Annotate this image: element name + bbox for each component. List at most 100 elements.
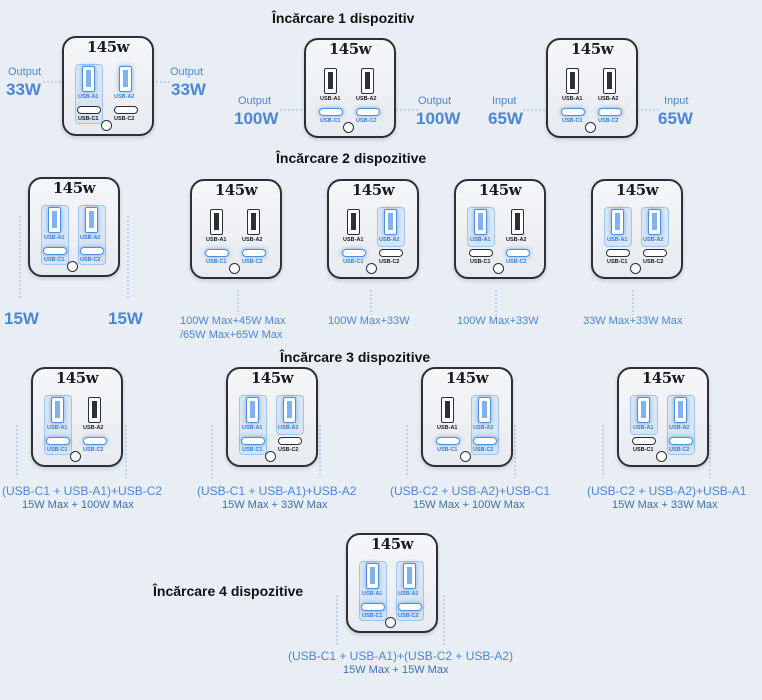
usb-c2-port <box>83 437 107 445</box>
usb-c1-port <box>241 437 265 445</box>
usb-a1-label: USB-A1 <box>633 425 654 431</box>
usb-c1-label: USB-C1 <box>47 447 68 453</box>
wattage-label: 145w <box>478 181 522 199</box>
usb-a1-port <box>82 66 95 92</box>
charger-two-devices-4: 145w USB-A1 USB-A2 USB-C1 USB-C2 <box>454 179 546 279</box>
section-title-two-devices: Încărcare 2 dispozitive <box>276 150 427 166</box>
usb-c1-label: USB-C1 <box>78 116 99 122</box>
usb-a2-port <box>88 397 101 423</box>
section-title-four-devices: Încărcare 4 dispozitive <box>153 583 304 599</box>
usb-a1-port <box>48 207 61 233</box>
three-devices-combo-1-line1: (USB-C1 + USB-A1)+USB-C2 <box>2 484 163 498</box>
usb-a2-label: USB-A2 <box>114 94 135 100</box>
usb-a1-label: USB-A1 <box>607 237 628 243</box>
usb-c2-label: USB-C2 <box>242 259 263 265</box>
usb-a2-port <box>119 66 132 92</box>
three-devices-combo-3-line2: 15W Max + 100W Max <box>413 499 525 511</box>
left-output-value: 100W <box>234 109 279 128</box>
right-output-title: Output <box>418 95 452 107</box>
usb-c1-label: USB-C1 <box>362 613 383 619</box>
usb-c2-port <box>278 437 302 445</box>
usb-a2-label: USB-A2 <box>643 237 664 243</box>
brand-logo-icon <box>229 263 240 274</box>
usb-a1-label: USB-A1 <box>562 96 583 102</box>
usb-a2-label: USB-A2 <box>473 425 494 431</box>
usb-c2-label: USB-C2 <box>506 259 527 265</box>
usb-c1-label: USB-C1 <box>470 259 491 265</box>
usb-c2-port <box>643 249 667 257</box>
usb-c1-port <box>361 603 385 611</box>
usb-c2-port <box>114 106 138 114</box>
wattage-label: 145w <box>641 369 685 387</box>
brand-logo-icon <box>67 261 78 272</box>
charger-one-device-1: 145w USB-A1 USB-A2 USB-C1 USB-C2 <box>62 36 154 136</box>
wattage-label: 145w <box>445 369 489 387</box>
usb-a2-label: USB-A2 <box>398 591 419 597</box>
three-devices-combo-2-line2: 15W Max + 33W Max <box>222 499 328 511</box>
usb-c1-label: USB-C1 <box>562 118 583 124</box>
usb-c1-label: USB-C1 <box>343 259 364 265</box>
brand-logo-icon <box>265 451 276 462</box>
usb-c2-label: USB-C2 <box>114 116 135 122</box>
wattage-label: 145w <box>86 38 130 56</box>
charger-three-devices-1: 145w USB-A1 USB-A2 USB-C1 USB-C2 <box>31 367 123 467</box>
three-devices-combo-4-line1: (USB-C2 + USB-A2)+USB-A1 <box>587 484 747 498</box>
wattage-label: 145w <box>328 40 372 58</box>
usb-c2-port <box>356 108 380 116</box>
usb-a1-port <box>366 563 379 589</box>
usb-a2-port <box>361 68 374 94</box>
usb-a1-label: USB-A1 <box>362 591 383 597</box>
charger-two-devices-3: 145w USB-A1 USB-A2 USB-C1 USB-C2 <box>327 179 419 279</box>
usb-c1-port <box>77 106 101 114</box>
left-input-title: Input <box>492 95 517 107</box>
usb-a2-port <box>85 207 98 233</box>
charger-two-devices-1: 145w USB-A1 USB-A2 USB-C1 USB-C2 <box>28 177 120 277</box>
left-output-value: 33W <box>6 80 41 99</box>
charger-one-device-3: 145w USB-A1 USB-A2 USB-C1 USB-C2 <box>546 38 638 138</box>
section-title-three-devices: Încărcare 3 dispozitive <box>280 349 431 365</box>
two-devices-right-value: 15W <box>108 309 143 328</box>
usb-a1-port <box>441 397 454 423</box>
brand-logo-icon <box>656 451 667 462</box>
charger-three-devices-2: 145w USB-A1 USB-A2 USB-C1 USB-C2 <box>226 367 318 467</box>
usb-a2-port <box>384 209 397 235</box>
brand-logo-icon <box>70 451 81 462</box>
usb-a1-port <box>210 209 223 235</box>
brand-logo-icon <box>493 263 504 274</box>
wattage-label: 145w <box>570 40 614 58</box>
usb-a1-label: USB-A1 <box>343 237 364 243</box>
usb-a1-port <box>474 209 487 235</box>
usb-a1-label: USB-A1 <box>242 425 263 431</box>
usb-c1-port <box>436 437 460 445</box>
usb-a1-port <box>51 397 64 423</box>
usb-c2-port <box>379 249 403 257</box>
usb-a1-port <box>566 68 579 94</box>
usb-a1-label: USB-A1 <box>47 425 68 431</box>
usb-c1-port <box>342 249 366 257</box>
usb-c2-port <box>473 437 497 445</box>
usb-a1-label: USB-A1 <box>44 235 65 241</box>
usb-a1-port <box>347 209 360 235</box>
usb-a2-port <box>674 397 687 423</box>
left-output-title: Output <box>238 95 272 107</box>
left-input-value: 65W <box>488 109 523 128</box>
usb-a1-label: USB-A1 <box>437 425 458 431</box>
usb-a2-port <box>403 563 416 589</box>
usb-c1-port <box>46 437 70 445</box>
usb-a2-label: USB-A2 <box>83 425 104 431</box>
three-devices-combo-4-line2: 15W Max + 33W Max <box>612 499 718 511</box>
usb-a1-port <box>637 397 650 423</box>
usb-c1-label: USB-C1 <box>242 447 263 453</box>
usb-c1-port <box>205 249 229 257</box>
wattage-label: 145w <box>55 369 99 387</box>
usb-c1-label: USB-C1 <box>44 257 65 263</box>
two-devices-combo-2-line2: /65W Max+65W Max <box>180 329 283 341</box>
brand-logo-icon <box>460 451 471 462</box>
brand-logo-icon <box>585 122 596 133</box>
usb-c2-port <box>242 249 266 257</box>
right-output-title: Output <box>170 66 204 78</box>
usb-a1-port <box>611 209 624 235</box>
usb-c1-label: USB-C1 <box>437 447 458 453</box>
wattage-label: 145w <box>615 181 659 199</box>
wattage-label: 145w <box>351 181 395 199</box>
